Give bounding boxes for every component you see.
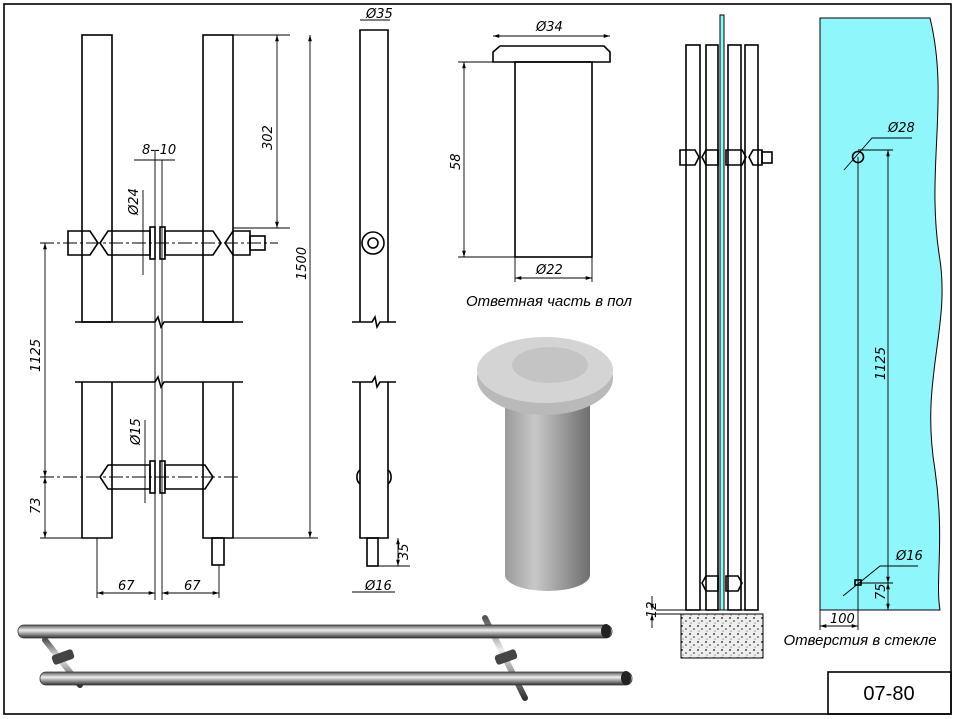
dim-d24: Ø24 [127,188,142,216]
front-view: 302 1500 8--10 Ø24 1125 73 Ø15 67 67 [29,34,318,600]
dim-12: 12 [645,601,660,618]
dim-d28: Ø28 [887,121,915,136]
dim-d15: Ø15 [129,418,144,446]
handle-3d [17,615,633,701]
dim-gap: 8--10 [142,143,176,158]
glass-holes-drawing: 1125 75 Ø28 Ø16 100 Отверстия в стекле [783,17,943,649]
side-view: Ø35 35 Ø16 [352,7,412,594]
dim-d34: Ø34 [535,20,563,35]
drawing-code: 07-80 [863,683,914,705]
dim-58: 58 [449,153,464,170]
dim-d16-glass: Ø16 [895,549,923,564]
dim-35: 35 [397,543,412,560]
floor-part-caption: Ответная часть в пол [466,293,633,310]
dim-1125: 1125 [29,339,44,372]
dim-67-left: 67 [118,579,135,594]
floor-part-drawing: Ø34 58 Ø22 Ответная часть в пол [449,20,633,310]
dim-1500: 1500 [295,247,310,280]
dim-100: 100 [830,612,855,627]
glass-holes-caption: Отверстия в стекле [783,632,936,649]
dim-d35: Ø35 [365,7,393,22]
dim-glass-1125: 1125 [874,347,889,380]
dim-67-right: 67 [184,579,201,594]
dim-302: 302 [261,125,276,150]
drawing-frame [3,3,952,715]
dim-75: 75 [874,583,889,600]
dim-d16: Ø16 [364,579,392,594]
floor-part-3d [477,337,613,591]
title-block: 07-80 [827,671,952,715]
dim-d22: Ø22 [535,263,563,278]
installed-view: 12 [645,14,773,659]
dim-73: 73 [29,497,44,514]
